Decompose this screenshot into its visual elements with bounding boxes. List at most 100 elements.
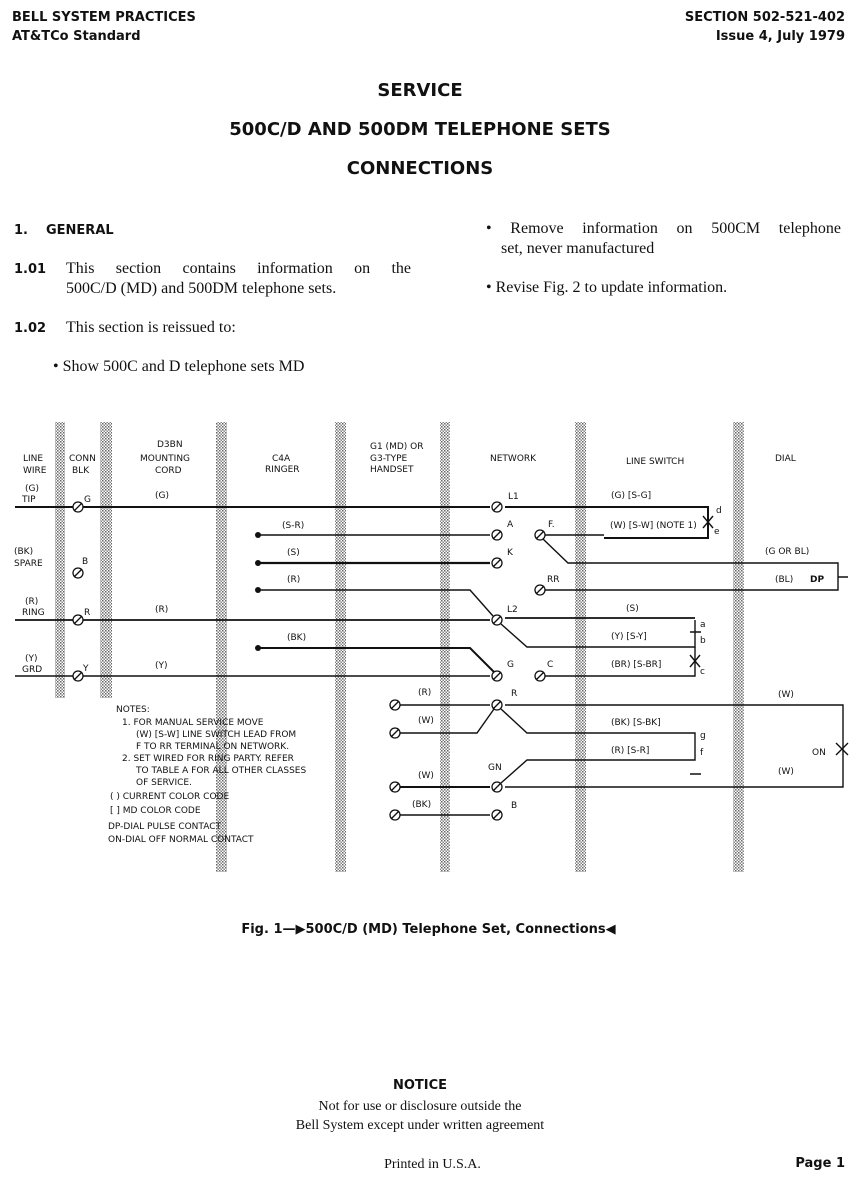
header-left: BELL SYSTEM PRACTICES AT&TCo Standard	[12, 8, 196, 46]
col-label: DIAL	[775, 454, 796, 464]
svg-text:e: e	[714, 527, 720, 537]
svg-text:( ) CURRENT COLOR CODE: ( ) CURRENT COLOR CODE	[110, 792, 229, 802]
svg-text:DP-DIAL PULSE CONTACT: DP-DIAL PULSE CONTACT	[108, 822, 221, 832]
wires	[15, 506, 849, 816]
svg-text:[ ] MD COLOR CODE: [ ] MD COLOR CODE	[110, 806, 201, 816]
publication-name: BELL SYSTEM PRACTICES	[12, 10, 196, 25]
svg-text:L2: L2	[507, 605, 518, 615]
col-label: MOUNTING	[140, 454, 190, 464]
header-right: SECTION 502-521-402 Issue 4, July 1979	[685, 8, 845, 46]
bullet-item: • Revise Fig. 2 to update information.	[486, 279, 728, 296]
svg-text:(BL): (BL)	[775, 575, 793, 585]
col-label: D3BN	[157, 440, 183, 450]
col-label: G1 (MD) OR	[370, 442, 423, 452]
svg-text:(Y): (Y)	[155, 661, 168, 671]
bullet-item: • Remove information on 500CM telephone	[486, 220, 841, 237]
svg-text:(G OR BL): (G OR BL)	[765, 547, 809, 557]
svg-text:(W) [S-W] LINE SWITCH LEAD FR: (W) [S-W] LINE SWITCH LEAD FROM	[136, 730, 296, 740]
svg-text:(BK): (BK)	[412, 800, 431, 810]
svg-text:(W): (W)	[418, 716, 434, 726]
svg-text:(Y): (Y)	[25, 654, 38, 664]
svg-text:b: b	[700, 636, 706, 646]
para-num: 1.02	[14, 321, 47, 336]
svg-text:(R) [S-R]: (R) [S-R]	[611, 746, 649, 756]
svg-text:(W): (W)	[418, 771, 434, 781]
svg-text:F.: F.	[548, 520, 555, 530]
col-label: G3-TYPE	[370, 454, 408, 464]
svg-text:a: a	[700, 620, 706, 630]
svg-text:(BR) [S-BR]: (BR) [S-BR]	[611, 660, 661, 670]
svg-text:NOTES:: NOTES:	[116, 705, 150, 715]
svg-text:GRD: GRD	[22, 665, 42, 675]
svg-text:f: f	[700, 748, 704, 758]
col-label: LINE SWITCH	[626, 457, 684, 467]
para-101-line2: 500C/D (MD) and 500DM telephone sets.	[66, 280, 337, 297]
svg-text:(G): (G)	[155, 491, 169, 501]
notice-line: Bell System except under written agreeme…	[295, 1118, 545, 1133]
svg-text:B: B	[82, 557, 88, 567]
svg-text:B: B	[511, 801, 517, 811]
svg-text:TO TABLE A FOR ALL OTHER CLASS: TO TABLE A FOR ALL OTHER CLASSES	[135, 766, 306, 776]
title-line-3: CONNECTIONS	[346, 158, 494, 179]
svg-text:(BK): (BK)	[287, 633, 306, 643]
svg-text:(R): (R)	[155, 605, 168, 615]
svg-text:(S): (S)	[287, 548, 300, 558]
svg-text:2. SET WIRED FOR RING PARTY. R: 2. SET WIRED FOR RING PARTY. REFER	[122, 754, 294, 764]
svg-text:ON: ON	[812, 748, 826, 758]
para-102: This section is reissued to:	[66, 319, 236, 336]
col-label: HANDSET	[370, 465, 414, 475]
svg-text:d: d	[716, 506, 722, 516]
col-label: CONN	[69, 454, 96, 464]
svg-text:(BK): (BK)	[14, 547, 33, 557]
col-label: RINGER	[265, 465, 300, 475]
svg-text:GN: GN	[488, 763, 502, 773]
bullet-text: Remove information on 500CM telephone	[510, 220, 841, 237]
svg-text:TIP: TIP	[21, 495, 36, 505]
para-num: 1.01	[14, 262, 47, 277]
para-101-line1: This section contains information on the	[66, 260, 411, 277]
svg-text:ON-DIAL OFF NORMAL CONTACT: ON-DIAL OFF NORMAL CONTACT	[108, 835, 254, 845]
bullet-text: Show 500C and D telephone sets MD	[62, 358, 305, 375]
svg-text:(R): (R)	[25, 597, 38, 607]
svg-text:(R): (R)	[287, 575, 300, 585]
svg-text:(Y) [S-Y]: (Y) [S-Y]	[611, 632, 647, 642]
svg-text:1. FOR MANUAL SERVICE MOVE: 1. FOR MANUAL SERVICE MOVE	[122, 718, 264, 728]
figure-caption: Fig. 1—▶500C/D (MD) Telephone Set, Conne…	[241, 922, 616, 937]
title-line-2: 500C/D AND 500DM TELEPHONE SETS	[229, 119, 611, 140]
ringer-dots	[255, 532, 261, 651]
svg-text:OF SERVICE.: OF SERVICE.	[136, 778, 192, 788]
svg-text:(BK) [S-BK]: (BK) [S-BK]	[611, 718, 661, 728]
svg-text:F TO RR TERMINAL ON NETWORK.: F TO RR TERMINAL ON NETWORK.	[136, 742, 289, 752]
svg-text:R: R	[84, 608, 90, 618]
svg-text:(W): (W)	[778, 767, 794, 777]
svg-text:RING: RING	[22, 608, 45, 618]
svg-text:(W): (W)	[778, 690, 794, 700]
svg-text:c: c	[700, 667, 705, 677]
standard-label: AT&TCo Standard	[12, 29, 141, 44]
svg-text:(G) [S-G]: (G) [S-G]	[611, 491, 651, 501]
svg-text:RR: RR	[547, 575, 560, 585]
svg-text:C: C	[547, 660, 553, 670]
issue-date: Issue 4, July 1979	[715, 29, 845, 44]
svg-text:L1: L1	[508, 492, 519, 502]
terminals	[72, 501, 546, 821]
svg-text:G: G	[507, 660, 514, 670]
printed-label: Printed in U.S.A.	[384, 1157, 481, 1172]
col-label: BLK	[72, 466, 90, 476]
section-heading: GENERAL	[46, 223, 114, 238]
bullet-text: Revise Fig. 2 to update information.	[495, 279, 728, 296]
col-label: NETWORK	[490, 454, 537, 464]
col-label: WIRE	[23, 466, 47, 476]
section-number: SECTION 502-521-402	[684, 10, 845, 25]
col-label: C4A	[272, 454, 291, 464]
bullet-text-cont: set, never manufactured	[501, 240, 655, 257]
svg-text:SPARE: SPARE	[14, 559, 43, 569]
svg-text:G: G	[84, 495, 91, 505]
notice-line: Not for use or disclosure outside the	[318, 1099, 522, 1114]
diagram-notes: NOTES: 1. FOR MANUAL SERVICE MOVE (W) [S…	[108, 705, 306, 845]
section-num: 1.	[14, 223, 28, 238]
